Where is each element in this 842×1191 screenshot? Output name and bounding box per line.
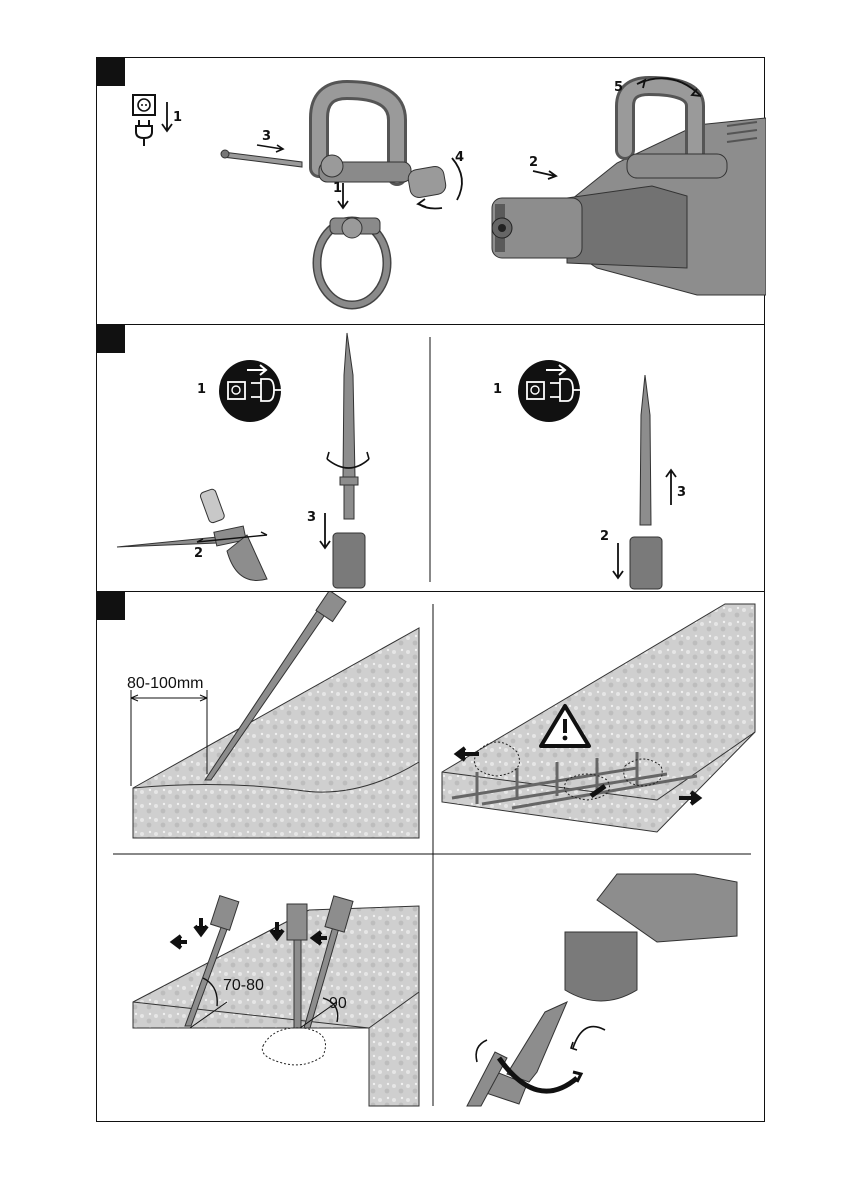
angle-illustration [133, 896, 419, 1106]
rebar-illustration [442, 604, 755, 832]
step-label-left-3: 3 [307, 510, 316, 525]
step-label-4: 4 [455, 150, 464, 165]
step-label-2: 2 [529, 155, 538, 170]
assembly-illustration [97, 58, 766, 325]
grease-illustration [117, 488, 267, 580]
angle-label-90: 90 [329, 995, 347, 1013]
step-label-1b: 1 [333, 181, 342, 196]
rotate-insert-illustration [467, 874, 737, 1106]
step-label-right-3: 3 [677, 485, 686, 500]
panel-insert-remove: 1 2 3 1 2 3 [97, 325, 764, 592]
chisel-position-illustration [131, 592, 419, 838]
pin-part [221, 145, 302, 167]
step-label-left-2: 2 [194, 546, 203, 561]
unplug-icon [219, 360, 282, 422]
figure-frame: 1 3 1 4 5 2 [96, 57, 765, 1122]
step-label-right-2: 2 [600, 529, 609, 544]
operation-illustration [97, 592, 766, 1123]
step-label-right-1: 1 [493, 382, 502, 397]
step-label-5: 5 [614, 80, 623, 95]
power-socket-icon [133, 95, 172, 146]
dimension-label: 80-100mm [127, 675, 203, 693]
panel-operation: 80-100mm 70-80 90 [97, 592, 764, 1123]
angle-label-70-80: 70-80 [223, 977, 264, 995]
chisel-insert [320, 333, 369, 588]
unplug-icon-2 [518, 360, 581, 422]
step-label-3: 3 [262, 129, 271, 144]
step-label-left-1: 1 [197, 382, 206, 397]
chisel-remove [613, 375, 676, 589]
panel-assembly: 1 3 1 4 5 2 [97, 58, 764, 325]
breaker-body [492, 78, 766, 295]
clamp-band [317, 218, 387, 305]
knob-part [407, 158, 462, 209]
step-label-1: 1 [173, 110, 182, 125]
